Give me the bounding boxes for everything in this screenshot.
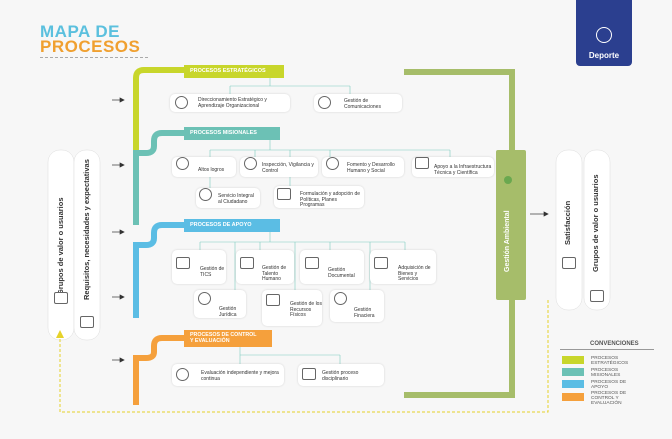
magnifier-icon xyxy=(244,157,257,170)
label-recursos: Gestión de los Recursos Físicos xyxy=(290,301,322,319)
card-inspeccion xyxy=(240,157,318,177)
header-control-line2: Y EVALUACIÓN xyxy=(190,338,230,344)
people-icon xyxy=(240,257,254,269)
page-title-line2: PROCESOS xyxy=(40,37,141,56)
left-panel-users: Grupos de valor o usuarios xyxy=(56,197,65,295)
left-panel-requirements: Requisitos, necesidades y expectativas xyxy=(82,159,91,300)
label-juridica: Gestión Jurídica xyxy=(219,306,237,318)
swatch-misionales xyxy=(562,368,584,376)
conventions-title: CONVENCIONES xyxy=(590,341,639,347)
swatch-control xyxy=(562,393,584,401)
satisfaction-icon xyxy=(562,257,576,269)
header-control-line1: PROCESOS DE CONTROL xyxy=(190,332,257,338)
legend-control: PROCESOS DE CONTROL Y EVALUACIÓN xyxy=(591,391,627,406)
label-financiera: Gestión Finaciera xyxy=(354,307,375,319)
label-comunicaciones: Gestión de Comunicaciones xyxy=(344,98,381,110)
person-check-icon xyxy=(176,368,189,381)
label-servicio: Servicio Integral al Ciudadano xyxy=(218,193,254,205)
deporte-logo: Deporte xyxy=(576,0,632,66)
document-icon xyxy=(277,188,291,200)
header-misionales: PROCESOS MISIONALES xyxy=(184,127,280,140)
label-infraestructura: Apoyo a la Infraestructura Técnica y Cie… xyxy=(434,164,492,176)
users-group-icon xyxy=(590,290,604,302)
card-direccionamiento xyxy=(170,94,290,112)
card-evaluacion xyxy=(172,364,284,386)
gavel-icon xyxy=(198,292,211,305)
checklist-icon xyxy=(80,316,94,328)
court-icon xyxy=(415,157,429,169)
legend-apoyo: PROCESOS DE APOYO xyxy=(591,380,627,390)
conventions-divider xyxy=(560,349,654,350)
label-documental: Gestión Documental xyxy=(328,267,355,279)
folder-icon xyxy=(305,257,319,269)
page-title-line1: MAPA DE xyxy=(40,22,120,41)
chat-bubble-icon xyxy=(318,96,331,109)
label-tics: Gestión de TICS xyxy=(200,266,225,278)
chart-icon xyxy=(334,292,347,305)
label-direccionamiento: Direccionamiento Estratégico y Aprendiza… xyxy=(198,97,267,109)
medal-icon xyxy=(176,157,189,170)
card-infraestructura xyxy=(412,157,494,177)
headset-icon xyxy=(199,188,212,201)
right-panel-users: Grupos de valor o usuarios xyxy=(591,174,600,272)
gestion-ambiental-label: Gestión Ambiental xyxy=(504,210,511,272)
seal-icon xyxy=(596,27,612,43)
card-formulacion xyxy=(274,186,364,208)
card-fomento xyxy=(322,157,404,177)
card-comunicaciones xyxy=(314,94,402,112)
monitor-icon xyxy=(176,257,190,269)
label-talento: Gestión de Talento Humano xyxy=(262,265,287,283)
label-inspeccion: Inspección, Vigilancia y Control xyxy=(262,162,314,174)
logo-text: Deporte xyxy=(588,51,620,60)
legend-misionales: PROCESOS MISIONALES xyxy=(591,368,621,378)
label-altos-logros: Altos logros xyxy=(198,167,225,173)
swatch-apoyo xyxy=(562,380,584,388)
heart-pulse-icon xyxy=(326,157,339,170)
file-icon xyxy=(302,368,316,380)
users-icon xyxy=(54,292,68,304)
label-evaluacion: Evaluación independiente y mejora contin… xyxy=(201,370,279,382)
card-disciplinario xyxy=(298,364,384,386)
cart-icon xyxy=(374,257,388,269)
building-icon xyxy=(266,294,280,306)
target-icon xyxy=(175,96,188,109)
header-apoyo: PROCESOS DE APOYO xyxy=(184,219,280,232)
label-fomento: Fomento y Desarrollo Humano y Social xyxy=(347,162,395,174)
legend-estrategicos: PROCESOS ESTRATÉGICOS xyxy=(591,356,629,366)
label-bienes: Adquisición de Bienes y Servicios xyxy=(398,265,431,283)
card-servicio xyxy=(196,188,260,208)
header-control: PROCESOS DE CONTROL Y EVALUACIÓN xyxy=(184,330,272,347)
header-estrategicos: PROCESOS ESTRATÉGICOS xyxy=(184,65,284,78)
label-formulacion: Formulación y adopción de Políticas, Pla… xyxy=(300,191,361,209)
right-panel-satisfaction: Satisfacción xyxy=(563,200,572,245)
label-disciplinario: Gestión proceso disciplinario xyxy=(322,370,359,382)
swatch-estrategicos xyxy=(562,356,584,364)
title-underline xyxy=(40,57,148,58)
